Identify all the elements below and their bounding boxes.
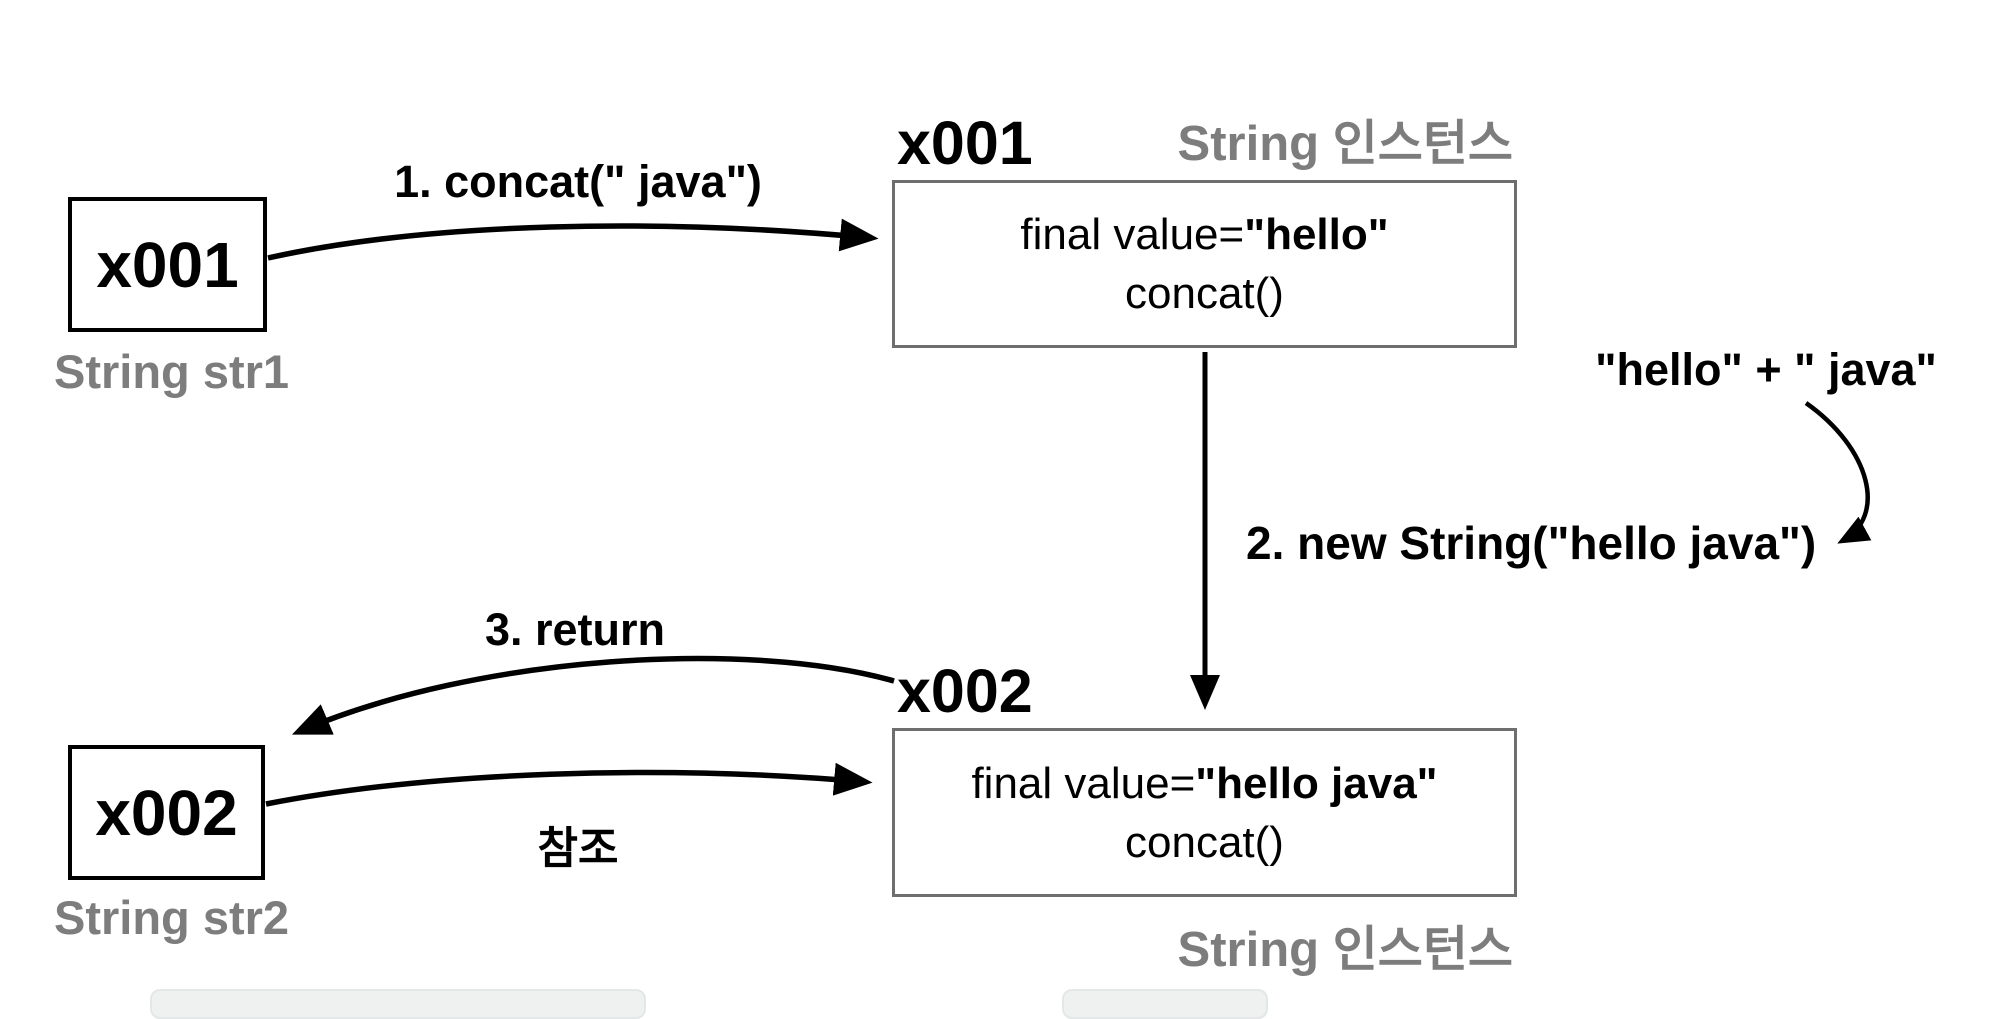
label-reference: 참조 xyxy=(537,824,619,873)
instance1-value-line: final value="hello" xyxy=(1020,205,1388,264)
caption-str2: String str2 xyxy=(54,891,290,944)
bottom-strip-right xyxy=(1062,989,1268,1019)
instance1-heading: x001 xyxy=(897,109,1033,177)
label-step2-new-string: 2. new String("hello java") xyxy=(1246,517,1817,569)
ref-box-str1: x001 xyxy=(68,197,267,332)
instance2-value-literal: "hello java" xyxy=(1195,758,1438,808)
instance1-method: concat() xyxy=(1125,269,1284,318)
label-step1-concat: 1. concat(" java") xyxy=(394,156,762,207)
instance-box-x002: final value="hello java" concat() xyxy=(892,728,1517,897)
instance2-value-line: final value="hello java" xyxy=(971,754,1437,813)
arrow-expression-to-step2 xyxy=(1804,401,1872,544)
instance1-type-label: String 인스턴스 xyxy=(1177,117,1513,171)
instance2-type-label: String 인스턴스 xyxy=(1177,923,1513,977)
caption-str1: String str1 xyxy=(54,345,290,398)
arrow-reference xyxy=(265,762,873,807)
bottom-strip-left xyxy=(150,989,646,1019)
instance2-heading: x002 xyxy=(897,657,1033,725)
instance-box-x001: final value="hello" concat() xyxy=(892,180,1517,348)
instance1-value-literal: "hello" xyxy=(1244,210,1389,259)
ref-box-str2: x002 xyxy=(68,745,265,880)
instance1-value-prefix: final value= xyxy=(1020,210,1245,259)
label-concat-expression: "hello" + " java" xyxy=(1595,344,1937,395)
arrow-return xyxy=(291,655,895,735)
label-step3-return: 3. return xyxy=(484,604,666,655)
instance2-method: concat() xyxy=(1125,817,1284,867)
arrow-concat-call xyxy=(267,218,879,261)
instance2-value-prefix: final value= xyxy=(971,758,1196,808)
